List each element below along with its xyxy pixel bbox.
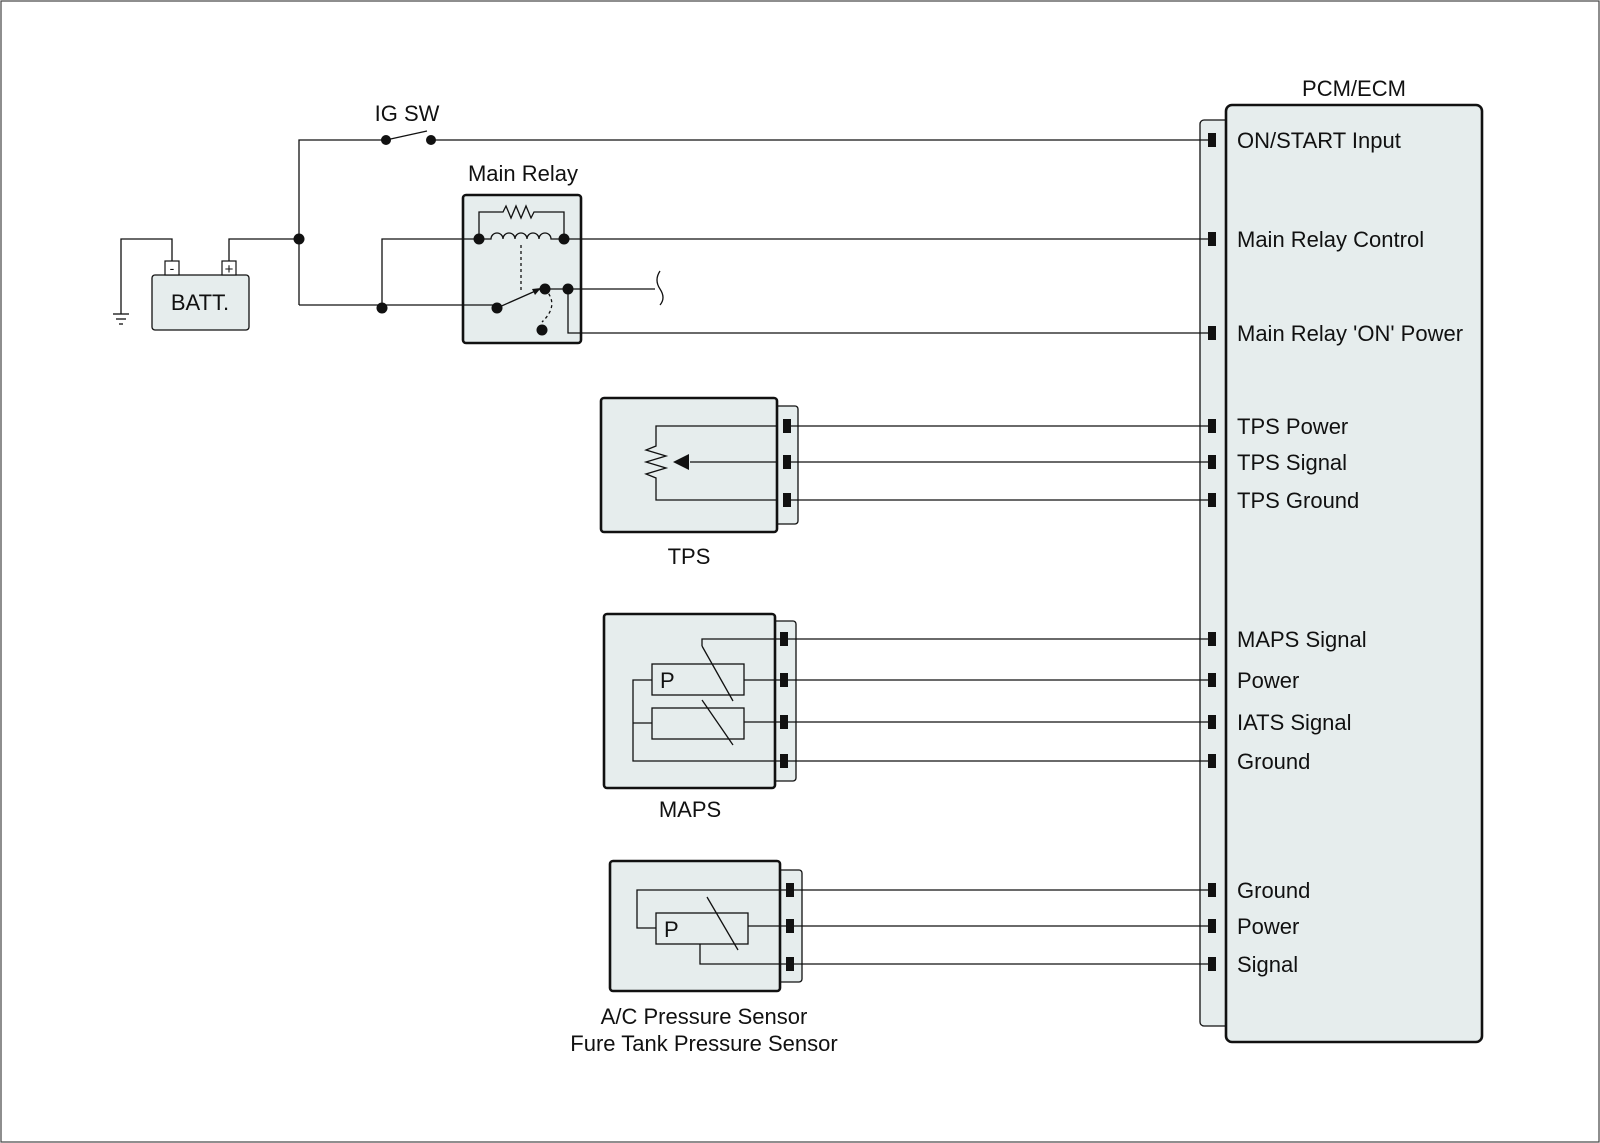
potentiometer-wiper-icon <box>673 454 689 470</box>
ig-switch: IG SW <box>298 101 1208 305</box>
battery-label: BATT. <box>171 290 229 315</box>
pcm-pin-terminals <box>1208 133 1216 971</box>
main-relay: Main Relay <box>461 161 583 345</box>
pcm-pin-label: Ground <box>1237 878 1310 903</box>
ac-pressure-sensor: P A/C Pressure Sensor Fure Tank Pressure… <box>570 859 838 1056</box>
junction-dot <box>376 302 388 314</box>
battery-body <box>151 274 250 331</box>
pcm-pin-label: IATS Signal <box>1237 710 1352 735</box>
maps-label: MAPS <box>659 797 721 822</box>
pcm-pin-label: Main Relay 'ON' Power <box>1237 321 1463 346</box>
ground-symbol-icon <box>113 313 129 325</box>
maps-iat-element <box>651 707 745 740</box>
battery-negative-symbol: - <box>170 260 175 276</box>
battery: BATT. - + <box>113 238 299 331</box>
pcm-pin-label: Power <box>1237 914 1299 939</box>
ig-sw-label: IG SW <box>375 101 440 126</box>
pcm-body <box>1224 103 1484 1044</box>
maps-sensor: P MAPS <box>602 612 797 822</box>
main-relay-label: Main Relay <box>468 161 578 186</box>
relay-coil-icon <box>479 232 564 240</box>
pcm-pin-label: TPS Power <box>1237 414 1348 439</box>
pcm-pin-label: TPS Signal <box>1237 450 1347 475</box>
pcm-pin-label: Main Relay Control <box>1237 227 1424 252</box>
maps-body <box>602 612 777 790</box>
pcm-ecm-module: PCM/ECM ON/START Input Main Relay Contro… <box>1199 76 1484 1044</box>
ac-pressure-element <box>655 912 749 945</box>
pcm-pin-label: Ground <box>1237 749 1310 774</box>
pcm-pin-label: ON/START Input <box>1237 128 1401 153</box>
pcm-pin-label: Power <box>1237 668 1299 693</box>
pcm-pin-label: TPS Ground <box>1237 488 1359 513</box>
wire-break-icon <box>656 270 664 306</box>
tps-label: TPS <box>668 544 711 569</box>
maps-p-symbol: P <box>660 668 675 693</box>
pcm-pin-label: Signal <box>1237 952 1298 977</box>
ac-sensor-label-line1: A/C Pressure Sensor <box>601 1004 808 1029</box>
ac-p-symbol: P <box>664 917 679 942</box>
tps-sensor: TPS <box>599 396 799 569</box>
junction-dot <box>293 233 305 245</box>
pcm-ecm-title: PCM/ECM <box>1302 76 1406 101</box>
battery-positive-symbol: + <box>225 261 234 278</box>
pcm-pin-label: MAPS Signal <box>1237 627 1367 652</box>
ac-sensor-label-line2: Fure Tank Pressure Sensor <box>570 1031 837 1056</box>
